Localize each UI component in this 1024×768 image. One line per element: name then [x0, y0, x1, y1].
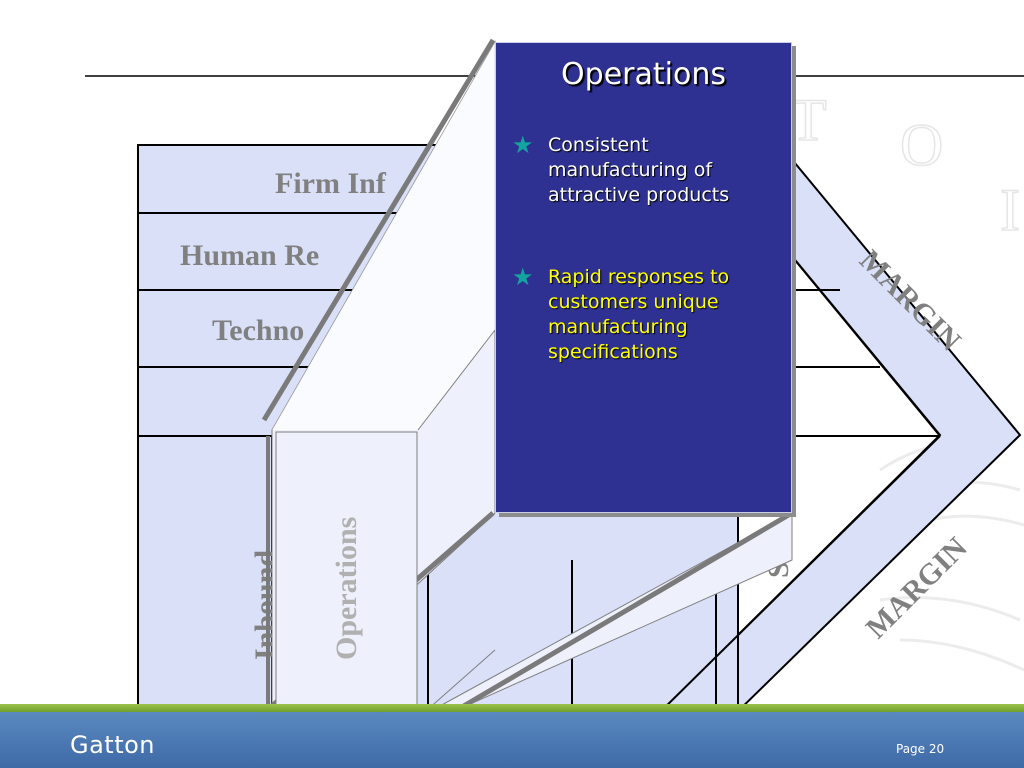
brand-logo-text: Gatton	[70, 731, 156, 759]
support-label-tech: Techno	[212, 314, 304, 347]
svg-text:I: I	[1000, 177, 1020, 243]
primary-label-operations: Operations	[330, 517, 363, 660]
star-icon: ★	[512, 131, 534, 159]
svg-text:O: O	[900, 112, 943, 178]
operations-callout: Operations ★ Consistent manufacturing of…	[495, 42, 792, 513]
svg-text:T: T	[790, 87, 827, 153]
footer-bar	[0, 712, 1024, 768]
support-label-firm: Firm Inf	[275, 167, 387, 200]
bullet-text: Rapid responses to customers unique manu…	[548, 266, 730, 363]
page-number: Page 20	[896, 742, 945, 756]
footer-accent-stripe	[0, 704, 1024, 713]
star-icon: ★	[512, 263, 534, 291]
callout-title: Operations	[561, 57, 726, 92]
zoom-projection	[261, 38, 794, 730]
bullet-text: Consistent manufacturing of attractive p…	[548, 134, 730, 206]
support-label-human: Human Re	[180, 239, 319, 272]
